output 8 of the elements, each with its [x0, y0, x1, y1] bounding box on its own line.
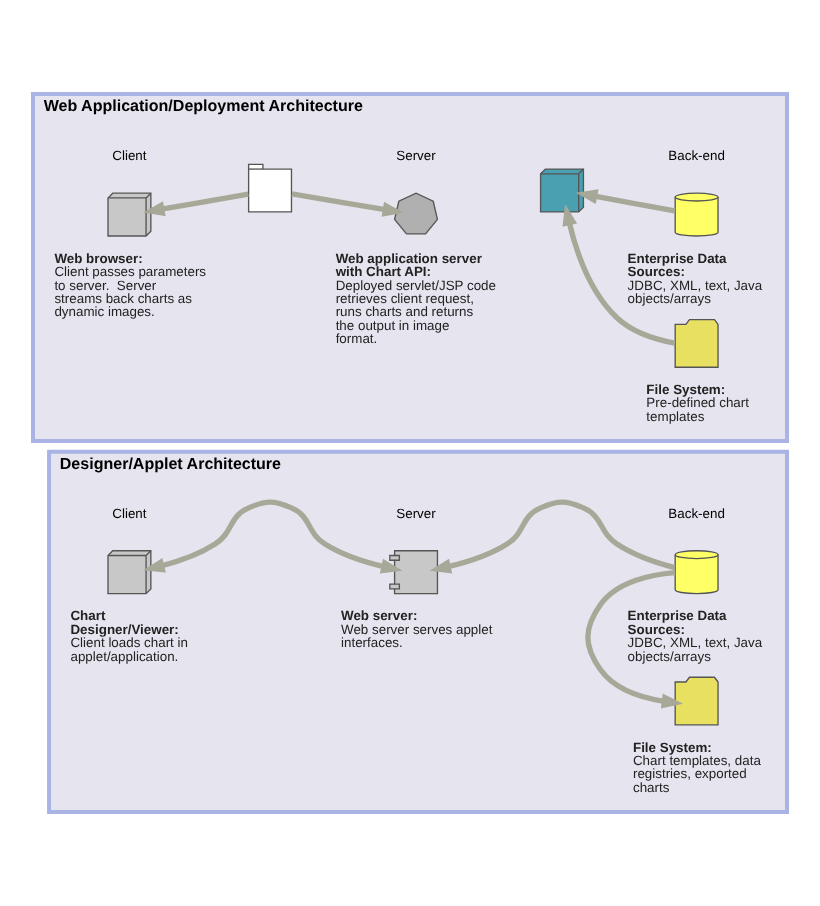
- node-cabinet: [674, 676, 719, 726]
- node-gears: [393, 192, 439, 235]
- arrow: [585, 569, 684, 709]
- arrow: [429, 499, 676, 574]
- arrow: [291, 191, 405, 217]
- arrow: [575, 189, 676, 214]
- node-cabinet: [674, 319, 719, 368]
- arrow: [562, 204, 676, 346]
